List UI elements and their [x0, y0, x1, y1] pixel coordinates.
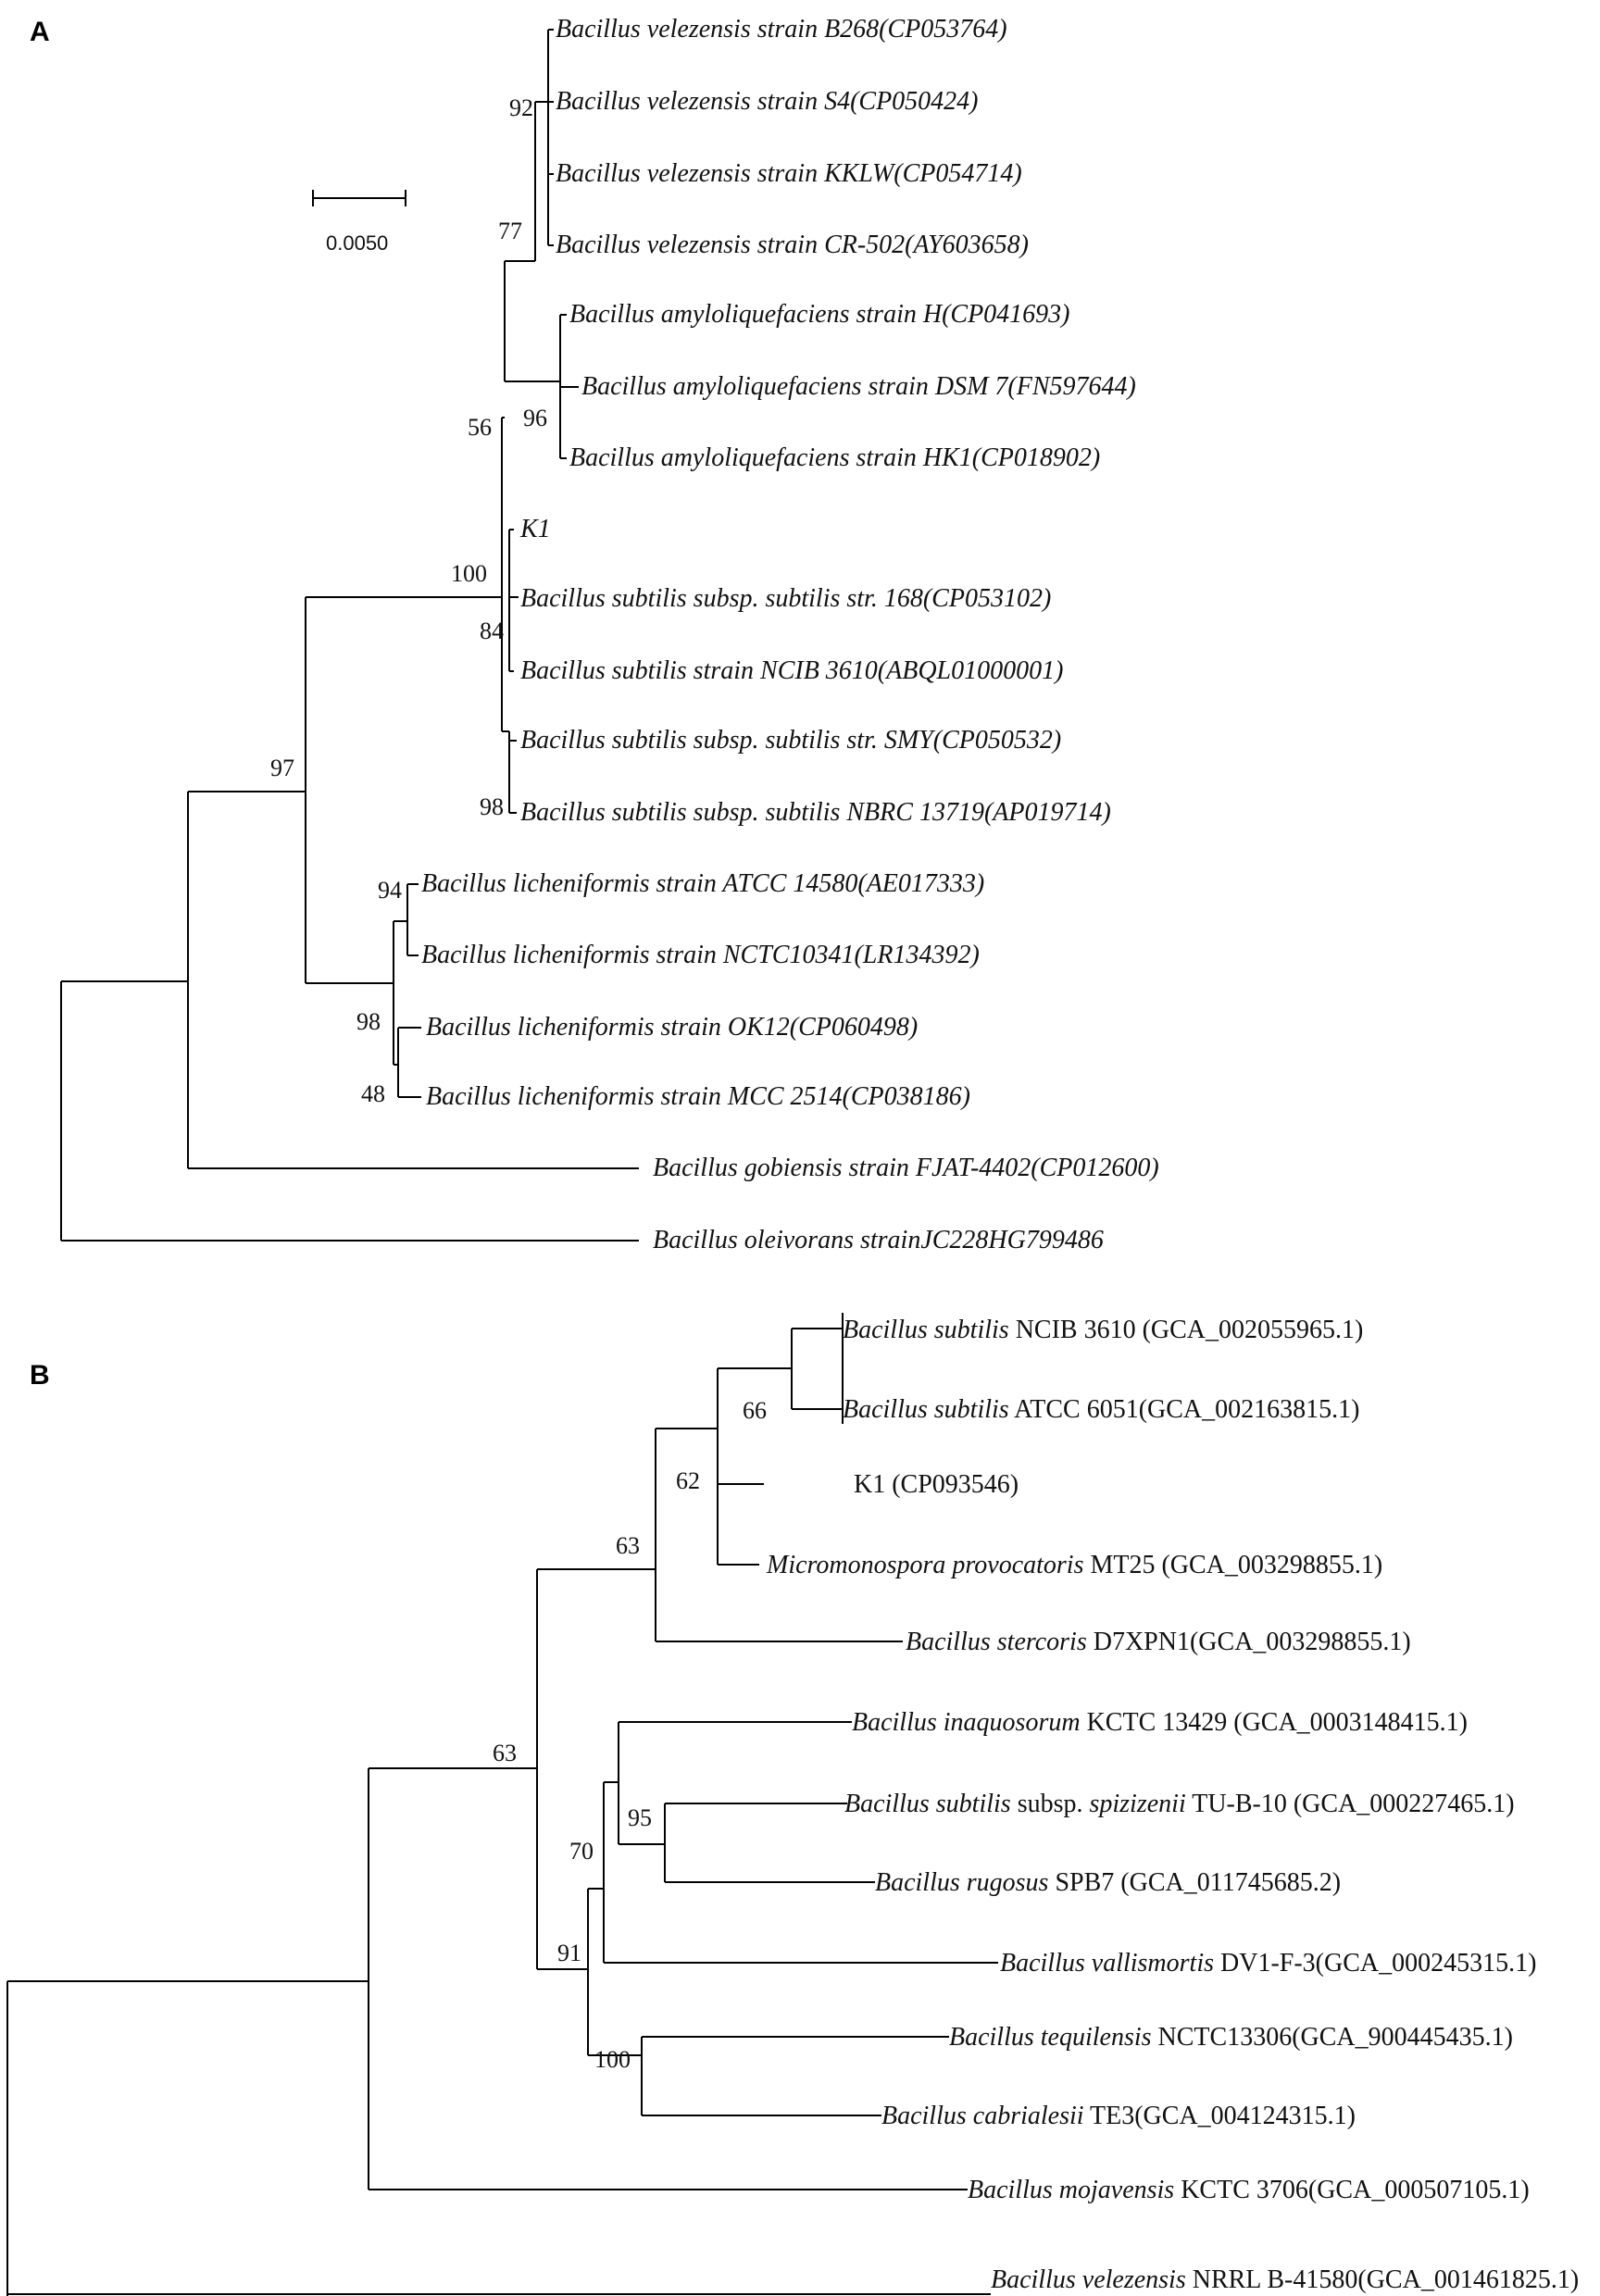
leaf-label: Bacillus subtilis ATCC 6051(GCA_00216381…	[843, 1395, 1359, 1424]
leaf-label: Bacillus licheniformis strain NCTC10341(…	[421, 941, 980, 969]
tree-b-leaves: Bacillus subtilis NCIB 3610 (GCA_0020559…	[766, 1316, 1579, 2294]
bootstrap-value: 63	[616, 1532, 640, 1559]
leaf-label: Bacillus tequilensis NCTC13306(GCA_90044…	[949, 2023, 1513, 2052]
bootstrap-value: 91	[557, 1940, 581, 1966]
leaf-plain: DV1-F-3(GCA_000245315.1)	[1214, 1949, 1536, 1978]
leaf-italic: Bacillus cabrialesii	[881, 2102, 1084, 2130]
leaf-italic: Bacillus subtilis	[843, 1316, 1009, 1344]
leaf-label: Bacillus velezensis strain KKLW(CP054714…	[556, 159, 1022, 188]
leaf-label: K1	[519, 515, 551, 543]
leaf-plain: K1 (CP093546)	[854, 1470, 1019, 1499]
leaf-italic: Bacillus stercoris	[906, 1628, 1087, 1656]
leaf-plain: D7XPN1(GCA_003298855.1)	[1087, 1628, 1411, 1656]
leaf-label: Bacillus amyloliquefaciens strain DSM 7(…	[581, 372, 1136, 401]
bootstrap-value: 66	[743, 1397, 767, 1424]
leaf-label: Bacillus vallismortis DV1-F-3(GCA_000245…	[1000, 1949, 1536, 1978]
tree-a-bootstrap: 92 77 96 56 100 84 98 97 94 98 48	[270, 94, 547, 1107]
leaf-italic: Bacillus tequilensis	[949, 2023, 1152, 2052]
panel-b: B	[6, 1313, 1579, 2296]
bootstrap-value: 100	[451, 560, 487, 587]
leaf-plain: NRRL B-41580(GCA_001461825.1)	[1186, 2265, 1579, 2294]
bootstrap-value: 95	[628, 1804, 652, 1831]
panel-a: A 0.0050	[30, 15, 1159, 1254]
tree-a-leaves: Bacillus velezensis strain B268(CP053764…	[421, 15, 1159, 1254]
bootstrap-value: 96	[523, 405, 547, 431]
leaf-plain: ATCC 6051(GCA_002163815.1)	[1009, 1395, 1360, 1424]
tree-b-branches	[6, 1313, 998, 2296]
leaf-italic: Bacillus subtilis	[844, 1790, 1011, 1818]
leaf-italic: spizizenii	[1089, 1790, 1185, 1818]
leaf-italic: Bacillus subtilis	[843, 1395, 1009, 1424]
leaf-plain: TU-B-10 (GCA_000227465.1)	[1186, 1790, 1515, 1818]
leaf-label: Bacillus velezensis strain CR-502(AY6036…	[556, 231, 1029, 259]
bootstrap-value: 97	[270, 755, 294, 781]
leaf-plain: MT25 (GCA_003298855.1)	[1083, 1551, 1382, 1579]
leaf-label: Bacillus stercoris D7XPN1(GCA_003298855.…	[906, 1628, 1411, 1656]
bootstrap-value: 92	[509, 94, 533, 121]
tree-a-branches	[60, 29, 639, 1242]
bootstrap-value: 94	[378, 877, 402, 904]
leaf-italic: Bacillus velezensis	[991, 2265, 1186, 2294]
bootstrap-value: 48	[361, 1080, 385, 1107]
leaf-label: Bacillus subtilis subsp. spizizenii TU-B…	[844, 1790, 1515, 1818]
leaf-label: Bacillus subtilis subsp. subtilis str. S…	[520, 726, 1061, 755]
bootstrap-value: 63	[493, 1740, 517, 1766]
scale-bar: 0.0050	[312, 190, 406, 255]
bootstrap-value: 100	[594, 2046, 631, 2073]
leaf-plain: KCTC 13429 (GCA_0003148415.1)	[1081, 1708, 1468, 1737]
leaf-label: Micromonospora provocatoris MT25 (GCA_00…	[766, 1551, 1382, 1579]
leaf-label: Bacillus rugosus SPB7 (GCA_011745685.2)	[875, 1868, 1341, 1897]
leaf-label: Bacillus subtilis NCIB 3610 (GCA_0020559…	[843, 1316, 1363, 1344]
bootstrap-value: 98	[356, 1008, 381, 1035]
leaf-label: Bacillus velezensis strain B268(CP053764…	[556, 15, 1007, 44]
leaf-plain: NCIB 3610 (GCA_002055965.1)	[1009, 1316, 1364, 1344]
leaf-label: K1 (CP093546)	[854, 1470, 1019, 1499]
leaf-label: Bacillus subtilis strain NCIB 3610(ABQL0…	[520, 656, 1063, 685]
leaf-italic: Bacillus mojavensis	[968, 2176, 1174, 2204]
leaf-label: Bacillus cabrialesii TE3(GCA_004124315.1…	[881, 2102, 1356, 2130]
leaf-plain: SPB7 (GCA_011745685.2)	[1048, 1868, 1341, 1897]
leaf-italic: Bacillus vallismortis	[1000, 1949, 1214, 1978]
leaf-label: Bacillus velezensis strain S4(CP050424)	[556, 87, 979, 116]
leaf-label: Bacillus velezensis NRRL B-41580(GCA_001…	[991, 2265, 1579, 2294]
leaf-label: Bacillus amyloliquefaciens strain H(CP04…	[569, 300, 1070, 329]
leaf-italic: Bacillus inaquosorum	[852, 1708, 1081, 1737]
leaf-plain: subsp.	[1011, 1790, 1090, 1818]
panel-a-label: A	[30, 17, 50, 47]
bootstrap-value: 70	[569, 1838, 594, 1865]
panel-b-label: B	[30, 1360, 50, 1391]
bootstrap-value: 56	[468, 414, 492, 441]
leaf-label: Bacillus licheniformis strain MCC 2514(C…	[426, 1082, 970, 1111]
leaf-label: Bacillus subtilis subsp. subtilis NBRC 1…	[520, 798, 1111, 827]
bootstrap-value: 84	[480, 618, 504, 644]
bootstrap-value: 77	[498, 218, 522, 244]
leaf-italic: Bacillus rugosus	[875, 1868, 1049, 1897]
scale-bar-label: 0.0050	[326, 231, 388, 255]
leaf-label: Bacillus inaquosorum KCTC 13429 (GCA_000…	[852, 1708, 1468, 1737]
leaf-label: Bacillus gobiensis strain FJAT-4402(CP01…	[653, 1154, 1159, 1182]
leaf-label: Bacillus amyloliquefaciens strain HK1(CP…	[569, 443, 1100, 472]
leaf-plain: TE3(GCA_004124315.1)	[1084, 2102, 1356, 2130]
bootstrap-value: 98	[480, 793, 504, 820]
leaf-label: Bacillus subtilis subsp. subtilis str. 1…	[520, 584, 1051, 613]
leaf-italic: Micromonospora provocatoris	[766, 1551, 1084, 1579]
leaf-plain: NCTC13306(GCA_900445435.1)	[1152, 2023, 1513, 2052]
leaf-label: Bacillus mojavensis KCTC 3706(GCA_000507…	[968, 2176, 1530, 2204]
tree-b-bootstrap: 66 62 63 63 95 70 91 100	[493, 1397, 767, 2073]
leaf-label: Bacillus oleivorans strainJC228HG799486	[653, 1226, 1104, 1254]
leaf-plain: KCTC 3706(GCA_000507105.1)	[1174, 2176, 1529, 2204]
leaf-label: Bacillus licheniformis strain ATCC 14580…	[421, 869, 984, 898]
bootstrap-value: 62	[676, 1467, 700, 1494]
leaf-label: Bacillus licheniformis strain OK12(CP060…	[426, 1013, 918, 1042]
